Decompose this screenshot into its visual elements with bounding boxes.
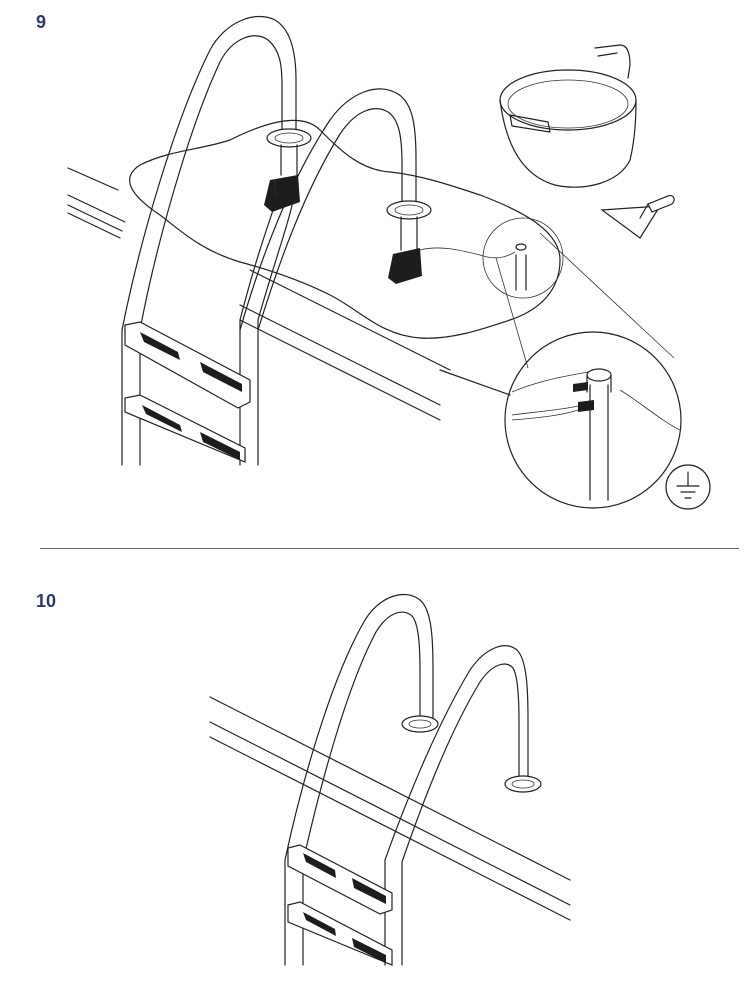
step-9-illustration: [67, 15, 711, 510]
ladder-handrail-left-10: [284, 593, 434, 966]
escutcheon-right: [504, 775, 542, 793]
ladder-handrail-right: [239, 88, 417, 331]
mortar-area: [129, 119, 561, 339]
grounding-detail: [504, 331, 682, 509]
magnifier-leader: [482, 217, 675, 369]
ladder-tread-10-2: [287, 901, 393, 966]
step-9-number: 9: [36, 12, 47, 32]
ladder-tread-10-1: [287, 844, 393, 915]
ladder-tread-2: [124, 394, 246, 463]
ladder-handrail-left: [121, 15, 297, 466]
mortar-bucket: [499, 44, 637, 188]
escutcheon-left: [401, 715, 439, 733]
ladder-handrail-right-10: [384, 645, 529, 966]
ground-post: [515, 243, 527, 291]
step-10-number: 10: [36, 591, 57, 611]
trowel: [600, 195, 675, 239]
anchor-sleeve-right: [386, 200, 516, 284]
pool-coping-10: [209, 696, 571, 921]
anchor-sleeve-left: [264, 128, 312, 212]
ground-symbol-icon: [665, 464, 711, 510]
pool-coping: [67, 167, 511, 421]
step-divider: [40, 548, 739, 549]
step-10-illustration: [209, 593, 571, 966]
ladder-tread-1: [124, 321, 251, 409]
